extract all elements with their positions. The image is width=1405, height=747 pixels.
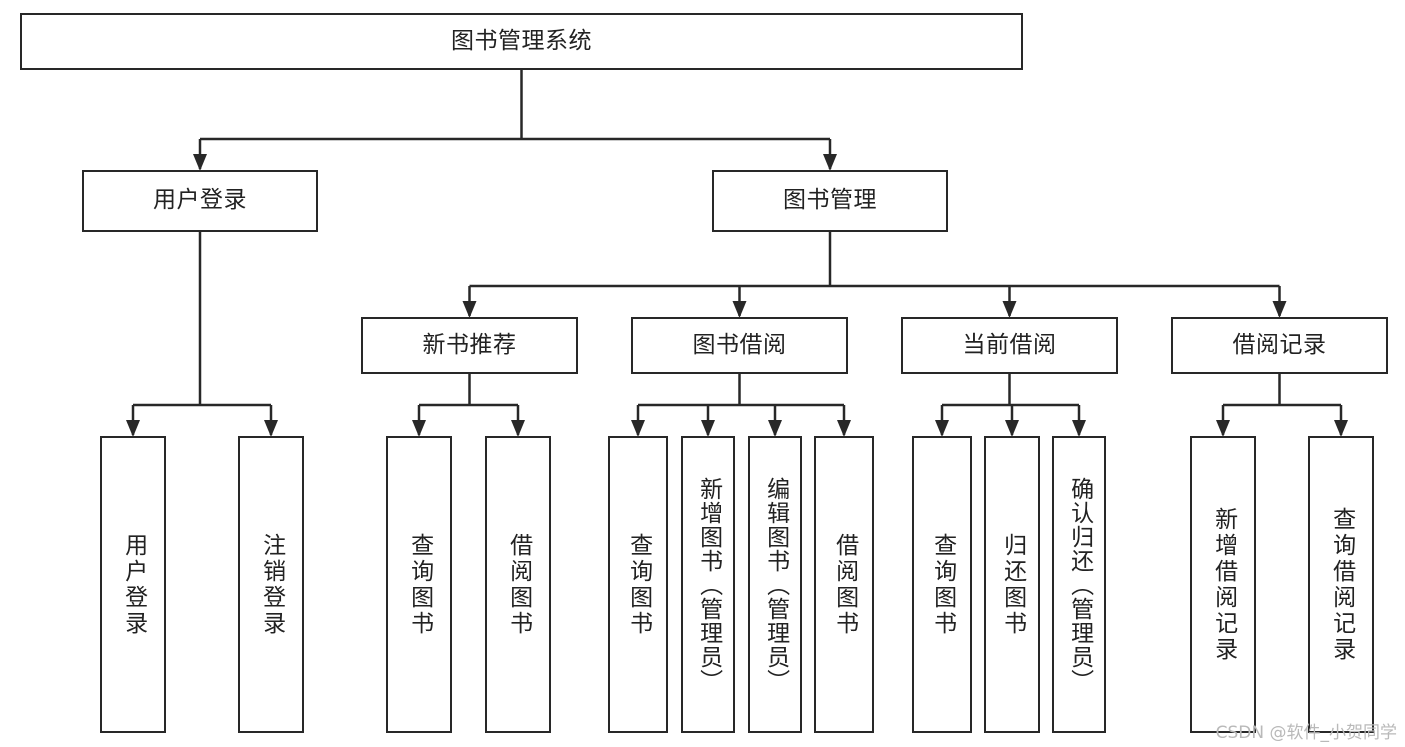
node-label: 确认归还（管理员）: [1066, 476, 1093, 693]
node-label: 图书管理: [783, 187, 877, 214]
node-label: 新书推荐: [422, 331, 517, 358]
node-leaf-add-record[interactable]: 新增借阅记录: [1190, 436, 1256, 733]
node-book-borrow[interactable]: 图书借阅: [631, 317, 848, 374]
node-label: 查询图书: [625, 532, 652, 637]
node-leaf-edit-book[interactable]: 编辑图书（管理员）: [748, 436, 802, 733]
node-user-login[interactable]: 用户登录: [82, 170, 318, 232]
node-leaf-user-logout[interactable]: 注销登录: [238, 436, 304, 733]
node-label: 查询借阅记录: [1328, 506, 1355, 663]
node-leaf-user-login[interactable]: 用户登录: [100, 436, 166, 733]
node-leaf-return-book[interactable]: 归还图书: [984, 436, 1040, 733]
node-label: 归还图书: [999, 532, 1026, 637]
node-leaf-query-book-2[interactable]: 查询图书: [608, 436, 668, 733]
node-label: 用户登录: [120, 532, 147, 637]
node-label: 编辑图书（管理员）: [762, 476, 789, 693]
node-label: 图书借阅: [692, 331, 787, 358]
node-label: 当前借阅: [962, 331, 1057, 358]
node-leaf-borrow-book-2[interactable]: 借阅图书: [814, 436, 874, 733]
node-leaf-query-record[interactable]: 查询借阅记录: [1308, 436, 1374, 733]
node-borrow-record[interactable]: 借阅记录: [1171, 317, 1388, 374]
watermark-text: CSDN @软件_小贺同学: [1215, 723, 1397, 743]
node-book-manage[interactable]: 图书管理: [712, 170, 948, 232]
node-label: 新增图书（管理员）: [695, 476, 722, 693]
node-leaf-query-book-3[interactable]: 查询图书: [912, 436, 972, 733]
node-leaf-confirm-return[interactable]: 确认归还（管理员）: [1052, 436, 1106, 733]
node-label: 查询图书: [406, 532, 433, 637]
node-leaf-add-book[interactable]: 新增图书（管理员）: [681, 436, 735, 733]
node-label: 用户登录: [153, 187, 247, 214]
node-current-borrow[interactable]: 当前借阅: [901, 317, 1118, 374]
node-label: 查询图书: [929, 532, 956, 637]
node-label: 图书管理系统: [451, 27, 592, 54]
node-leaf-borrow-book-1[interactable]: 借阅图书: [485, 436, 551, 733]
node-label: 新增借阅记录: [1210, 506, 1237, 663]
node-label: 借阅图书: [831, 532, 858, 637]
node-root[interactable]: 图书管理系统: [20, 13, 1023, 70]
node-new-book-rec[interactable]: 新书推荐: [361, 317, 578, 374]
node-leaf-query-book-1[interactable]: 查询图书: [386, 436, 452, 733]
node-label: 借阅记录: [1232, 331, 1327, 358]
node-label: 注销登录: [258, 532, 285, 637]
node-label: 借阅图书: [505, 532, 532, 637]
